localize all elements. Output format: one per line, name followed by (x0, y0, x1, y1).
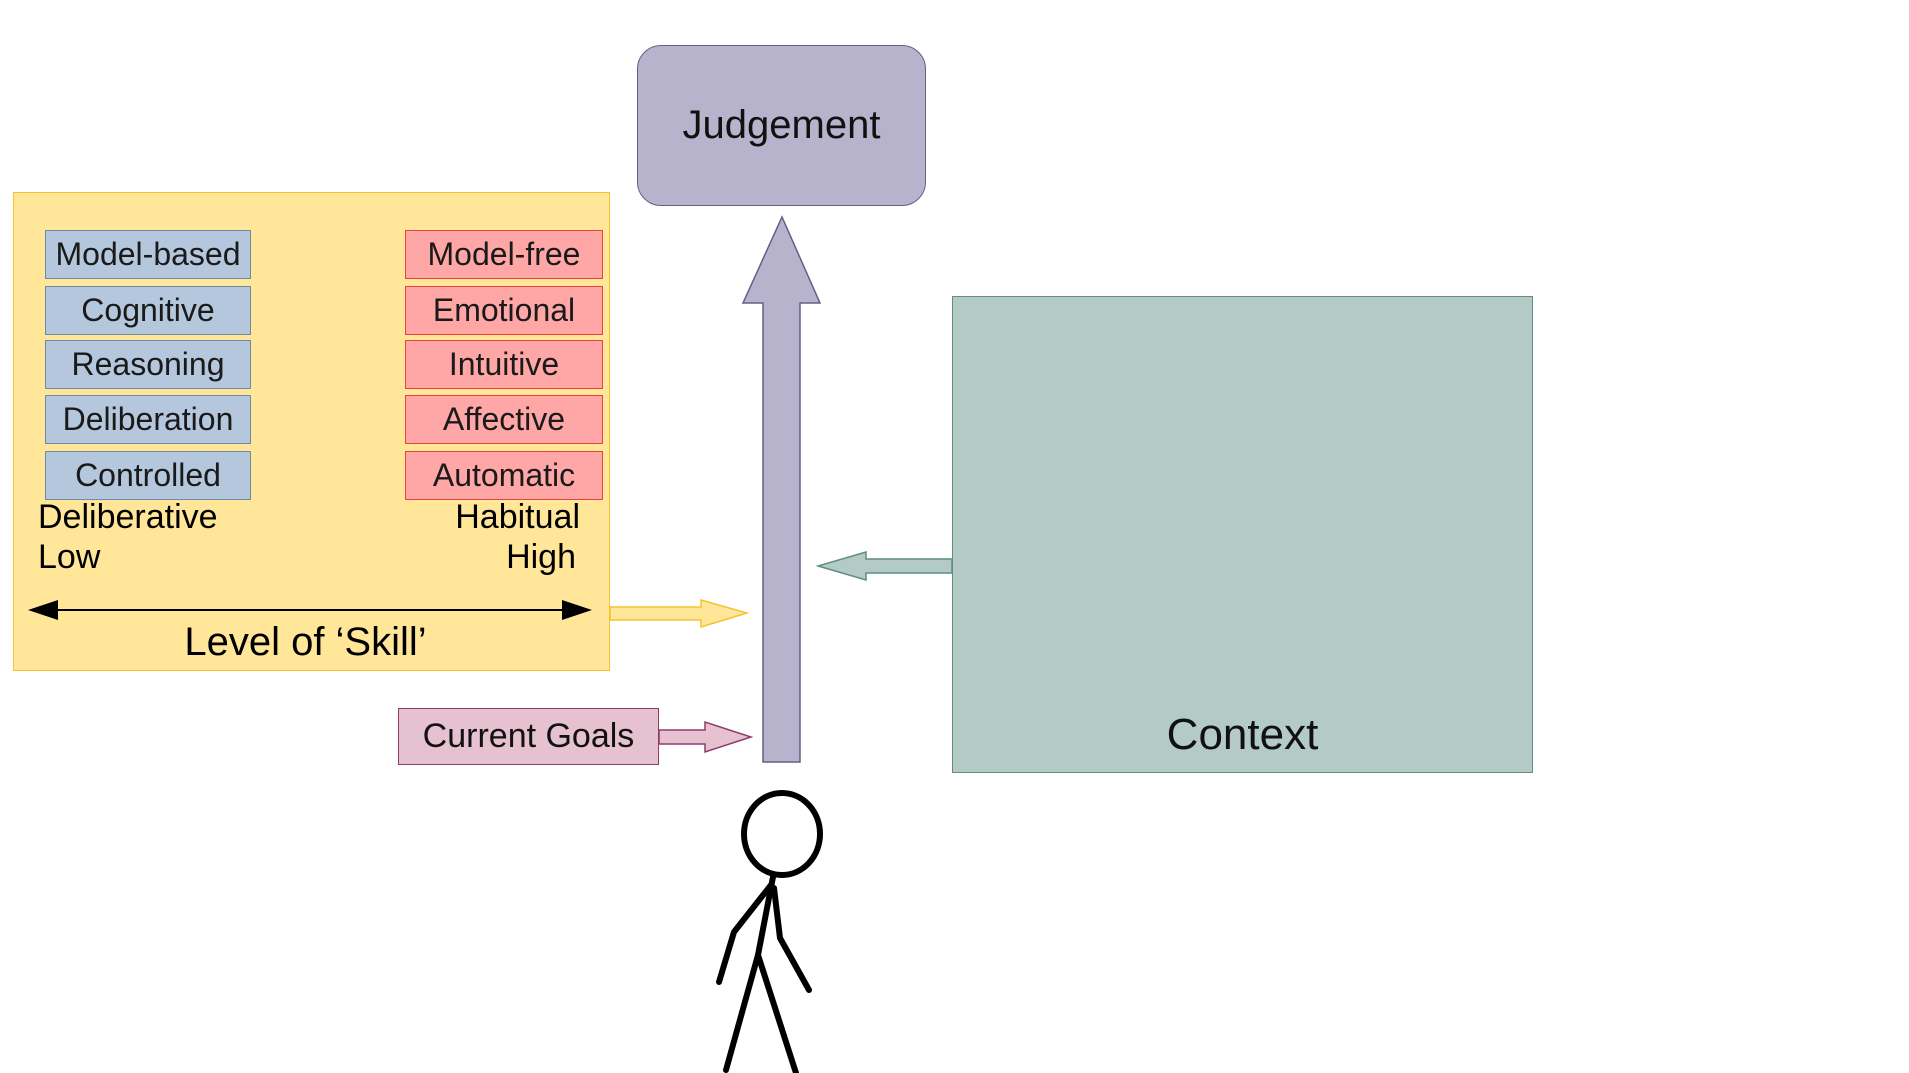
left-item-reasoning: Reasoning (45, 340, 251, 389)
right-level: High (506, 538, 576, 576)
judgement-box: Judgement (637, 45, 926, 206)
person-left-arm (716, 882, 774, 985)
person-right-arm (771, 885, 812, 993)
main-up-arrow (741, 215, 822, 763)
left-caption: Deliberative (38, 498, 218, 536)
right-item-affective: Affective (405, 395, 603, 444)
right-item-emotional: Emotional (405, 286, 603, 335)
skill-panel: Model-based Cognitive Reasoning Delibera… (13, 192, 610, 671)
goals-to-arrow (658, 720, 754, 754)
left-level: Low (38, 538, 101, 576)
right-item-intuitive: Intuitive (405, 340, 603, 389)
right-item-automatic: Automatic (405, 451, 603, 500)
person-left-leg (723, 952, 761, 1073)
left-item-model-based: Model-based (45, 230, 251, 279)
left-item-deliberation: Deliberation (45, 395, 251, 444)
context-to-arrow (815, 551, 953, 581)
right-caption: Habitual (455, 498, 580, 536)
skill-scale-arrow (28, 600, 592, 620)
skill-to-arrow (609, 599, 750, 629)
left-item-controlled: Controlled (45, 451, 251, 500)
left-item-cognitive: Cognitive (45, 286, 251, 335)
right-item-model-free: Model-free (405, 230, 603, 279)
current-goals-label: Current Goals (422, 717, 635, 755)
scale-label: Level of ‘Skill’ (184, 620, 427, 664)
judgement-label: Judgement (682, 103, 881, 147)
current-goals-box: Current Goals (398, 708, 659, 765)
person-figure (716, 790, 823, 1073)
person-right-leg (755, 952, 799, 1073)
context-label: Context (1166, 710, 1319, 759)
context-box: Context (952, 296, 1533, 773)
person-head (741, 790, 823, 878)
